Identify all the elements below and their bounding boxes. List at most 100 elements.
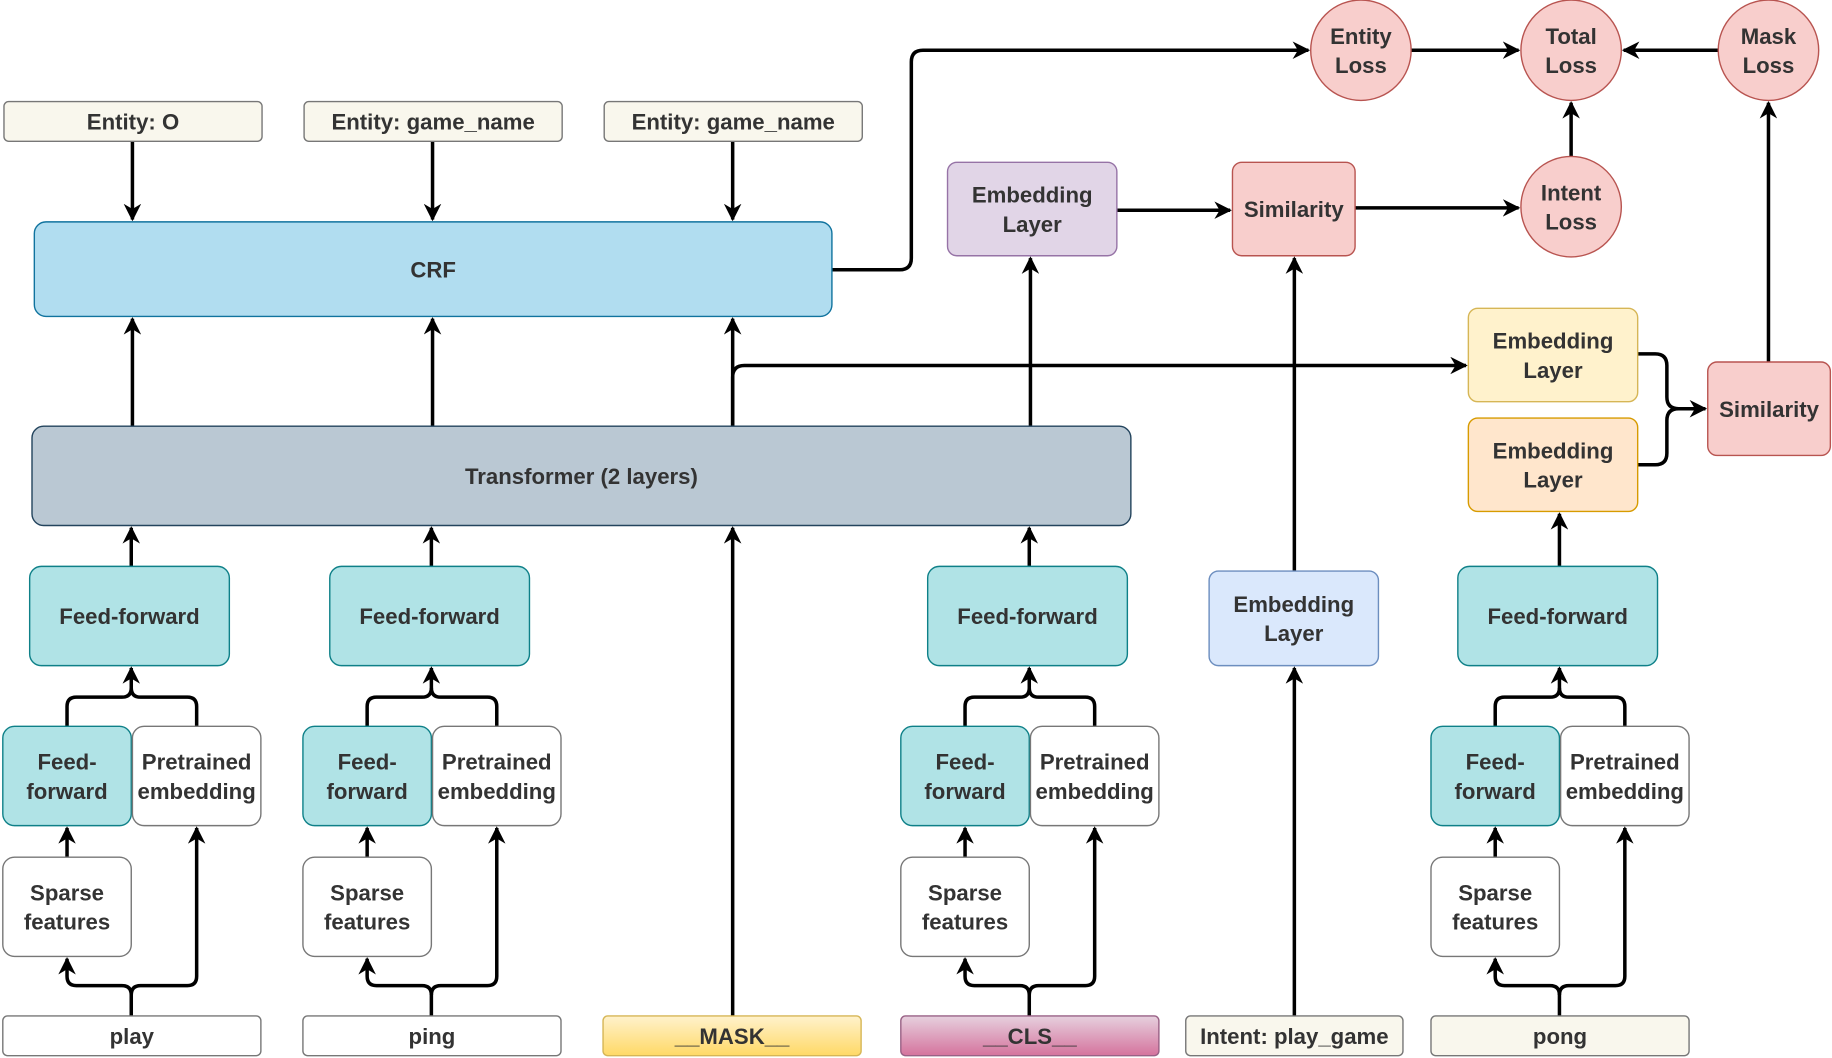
entity-label-1-label: Entity: game_name (331, 110, 534, 135)
intent-loss-shape (1520, 155, 1623, 258)
embedding-layer-yellow-label: Embedding (1493, 329, 1614, 354)
pretrained-embedding-0-shape (131, 725, 262, 827)
token-3-label: pong (1533, 1024, 1587, 1049)
small-feed-forward-1-shape (302, 725, 433, 827)
entity-label-0: Entity: O (3, 100, 263, 143)
embedding-layer-orange-label: Layer (1523, 468, 1583, 493)
embedding-layer-purple-label: Embedding (972, 183, 1093, 208)
feed-forward-3: Feed-forward (1457, 565, 1659, 667)
small-feed-forward-3-label: forward (1455, 779, 1536, 804)
transformer-box-label: Transformer (2 layers) (465, 464, 698, 489)
embedding-layer-orange-label: Embedding (1493, 438, 1614, 463)
sparse-features-3: Sparse features (1430, 856, 1561, 958)
sparse-features-0: Sparse features (2, 856, 132, 958)
sparse-features-2-label: Sparse (928, 880, 1002, 905)
entity-label-2-shape (603, 100, 863, 143)
sparse-features-0-label: features (24, 910, 110, 935)
small-feed-forward-1-label: forward (326, 779, 407, 804)
pretrained-embedding-2-shape (1029, 725, 1160, 827)
embedding-layer-yellow-shape (1467, 307, 1639, 403)
sparse-features-2-label: features (922, 910, 1008, 935)
small-feed-forward-0-label: forward (26, 779, 107, 804)
total-loss-shape (1520, 0, 1623, 102)
entity-loss-label: Loss (1335, 53, 1387, 78)
feed-forward-3-shape (1457, 565, 1659, 667)
token-3: pong (1430, 1015, 1690, 1057)
similarity-mask: Similarity (1707, 361, 1832, 457)
token-1-label: ping (409, 1024, 456, 1049)
token-3-shape (1430, 1015, 1690, 1057)
feed-forward-1: Feed-forward (329, 565, 531, 667)
small-feed-forward-0: Feed-forward (2, 725, 132, 827)
sparse-features-0-label: Sparse (30, 880, 104, 905)
feed-forward-2-label: Feed-forward (957, 604, 1097, 629)
mask-loss-label: Loss (1743, 53, 1795, 78)
entity-loss-label: Entity (1330, 24, 1392, 49)
sparse-features-1-label: Sparse (330, 880, 404, 905)
feed-forward-0-shape (28, 565, 231, 667)
arrow-connector (58, 956, 134, 1016)
pretrained-embedding-1-shape (431, 725, 562, 827)
small-feed-forward-2: Feed-forward (900, 725, 1030, 827)
token-2: __CLS__ (900, 1015, 1160, 1057)
small-feed-forward-2-shape (900, 725, 1030, 827)
connector-line (429, 687, 499, 727)
pretrained-embedding-0-label: Pretrained (142, 750, 252, 775)
transformer-box-shape (31, 425, 1132, 527)
entity-label-0-label: Entity: O (87, 110, 179, 135)
sparse-features-1-label: features (324, 910, 410, 935)
arrow-connector (358, 956, 434, 1016)
intent-label-shape (1185, 1015, 1404, 1057)
total-loss-label: Loss (1545, 53, 1597, 78)
token-0-label: play (110, 1024, 155, 1049)
pretrained-embedding-3-label: embedding (1566, 779, 1684, 804)
token-0: play (2, 1015, 262, 1057)
sparse-features-2-shape (900, 856, 1030, 958)
pretrained-embedding-3-shape (1559, 725, 1690, 827)
intent-loss-label: Intent (1541, 180, 1602, 205)
sparse-features-1-shape (302, 856, 433, 958)
small-feed-forward-2-label: forward (924, 779, 1005, 804)
feed-forward-2: Feed-forward (926, 565, 1129, 667)
mask-loss-shape (1717, 0, 1820, 102)
feed-forward-0-label: Feed-forward (59, 604, 199, 629)
arrow-connector (831, 41, 1311, 272)
token-0-shape (2, 1015, 262, 1057)
crf-box-shape (33, 221, 833, 318)
arrow-connector (1486, 956, 1562, 1016)
pretrained-embedding-1-label: Pretrained (442, 750, 552, 775)
intent-loss-label: Loss (1545, 209, 1597, 234)
arrow-connector (730, 356, 1468, 427)
embedding-layer-orange-shape (1467, 417, 1639, 513)
sparse-features-3-label: Sparse (1458, 880, 1532, 905)
embedding-layer-blue-shape (1208, 570, 1380, 667)
sparse-features-0-shape (2, 856, 132, 958)
sparse-features-3-shape (1430, 856, 1561, 958)
crf-box: CRF (33, 221, 833, 318)
pretrained-embedding-2-label: Pretrained (1040, 750, 1150, 775)
embedding-layer-purple-label: Layer (1003, 212, 1063, 237)
small-feed-forward-0-label: Feed- (37, 750, 96, 775)
entity-label-0-shape (3, 100, 263, 143)
connector-line (1557, 687, 1627, 727)
small-feed-forward-3-shape (1430, 725, 1561, 827)
arrow-connector (129, 826, 206, 996)
token-1-shape (302, 1015, 562, 1057)
arrow-connector (963, 666, 1039, 727)
sparse-features-3-label: features (1452, 910, 1538, 935)
pretrained-embedding-2-label: embedding (1036, 779, 1154, 804)
embedding-layer-blue-label: Layer (1264, 621, 1324, 646)
pretrained-embedding-2: Pretrained embedding (1029, 725, 1160, 827)
pretrained-embedding-3-label: Pretrained (1570, 750, 1680, 775)
